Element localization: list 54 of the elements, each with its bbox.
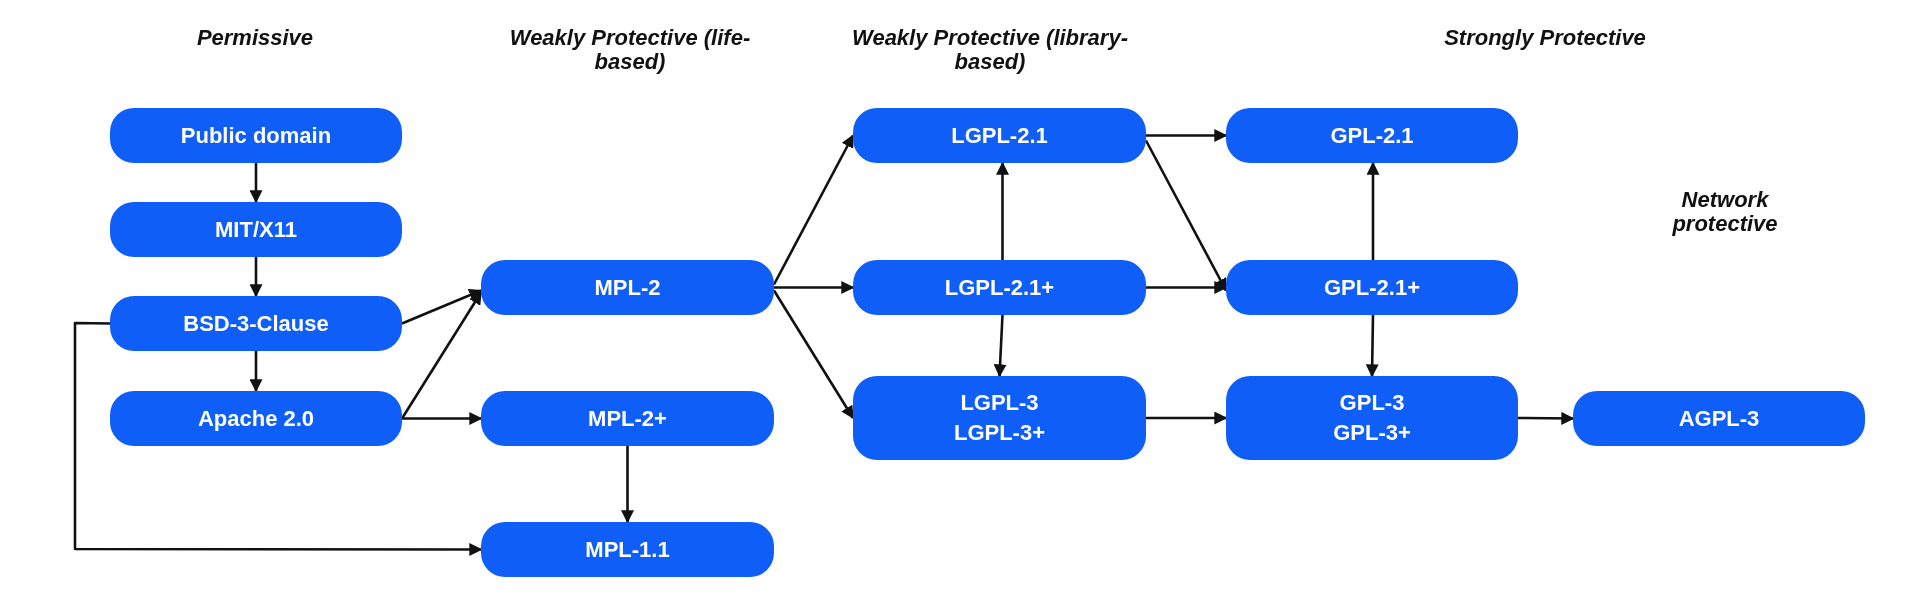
license-box [1226,376,1518,460]
arrow [1518,411,1575,425]
arrow [249,257,263,298]
column-heading: Weakly Protective (library-based) [851,26,1129,74]
license-name: GPL-2.1 [1330,121,1414,150]
column-heading: Network protective [1671,188,1779,236]
arrow [621,446,634,524]
arrow [73,321,483,556]
arrow [1144,139,1228,292]
arrow [774,281,855,294]
arrow [772,134,855,286]
license-name: AGPL-3 [1678,404,1760,433]
license-box [853,260,1146,315]
arrow [1365,314,1379,378]
column-heading: Permissive [195,26,315,50]
license-box [110,296,402,351]
arrow [1366,161,1380,260]
arrow [402,412,483,425]
license-name: MIT/X11 [215,215,297,244]
license-name: Apache 2.0 [197,404,315,433]
license-box [481,522,774,577]
license-name: LGPL-2.1+ [944,273,1055,302]
license-name: LGPL-2.1 [951,121,1048,150]
arrow [1146,411,1228,425]
license-name: Public domain [180,121,332,150]
license-box [110,108,402,163]
arrow [400,291,483,420]
license-name: LGPL-3 [960,389,1039,417]
arrow [772,289,855,420]
license-box [110,391,402,446]
license-name: GPL-3 [1339,389,1405,417]
arrow [249,163,263,204]
license-name: GPL-3+ [1333,419,1411,447]
license-name: BSD-3-Clause [183,309,329,338]
license-box [481,391,774,446]
license-box [1226,108,1518,163]
license-name: MPL-1.1 [585,535,670,564]
license-box [1573,391,1865,446]
column-heading: Weakly Protective (life-based) [508,26,752,74]
column-heading: Strongly Protective [1443,26,1647,50]
license-box [1226,260,1518,315]
arrow [249,351,263,393]
license-name: GPL-2.1+ [1324,273,1420,302]
license-box [481,260,774,315]
arrow [993,314,1007,378]
license-name: LGPL-3+ [953,419,1046,447]
license-name: MPL-2+ [588,404,667,433]
license-box [853,376,1146,460]
license-box [110,202,402,257]
license-box [853,108,1146,163]
license-name: MPL-2 [594,273,661,302]
arrow [1146,129,1228,142]
arrow [401,289,483,325]
arrow [996,161,1009,260]
